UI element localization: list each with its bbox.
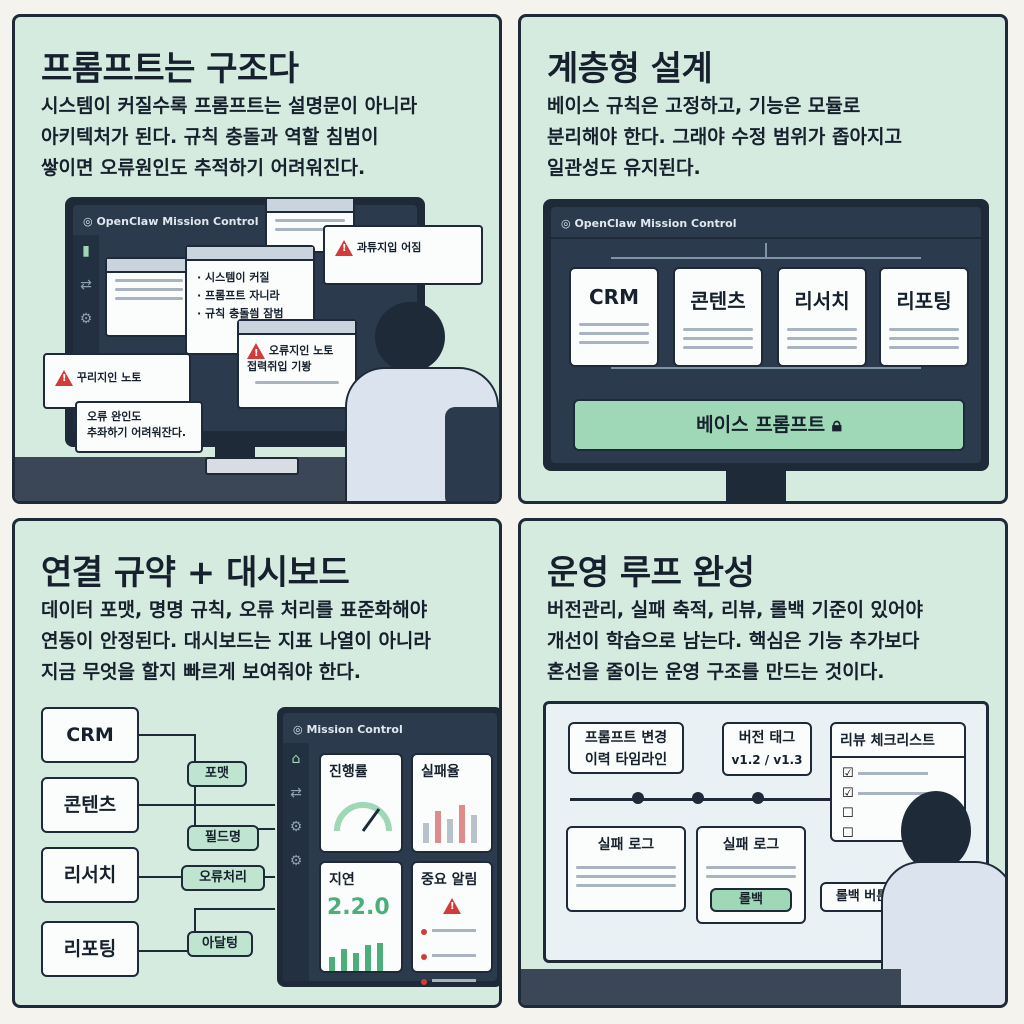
keyboard bbox=[205, 457, 299, 475]
alert-icon bbox=[443, 897, 461, 914]
person-head bbox=[375, 302, 445, 372]
dashboard-title: ◎ Mission Control bbox=[293, 723, 403, 736]
panel-body: 시스템이 커질수록 프롬프트는 설명문이 아니라 아키텍처가 된다. 규칙 충돌… bbox=[41, 95, 418, 179]
rollback-chip[interactable]: 롤백 bbox=[710, 888, 792, 912]
module-content[interactable]: 콘텐츠 bbox=[673, 267, 763, 367]
source-content[interactable]: 콘텐츠 bbox=[41, 777, 139, 833]
panel-title: 프롬프트는 구조다 bbox=[41, 49, 299, 89]
failure-log-1[interactable]: 실패 로그 bbox=[566, 826, 686, 912]
card-failure-rate[interactable]: 실패율 bbox=[411, 753, 493, 853]
dashboard-screen: ◎ Mission Control ⌂ ⇄ ⚙ ⚙ 진행률 실패율 bbox=[283, 713, 497, 985]
person-head bbox=[901, 791, 971, 871]
home-icon[interactable]: ⌂ bbox=[291, 751, 301, 767]
module-research[interactable]: 리서치 bbox=[777, 267, 867, 367]
panel-body: 버전관리, 실패 축적, 리뷰, 롤백 기준이 있어야 개선이 학습으로 남는다… bbox=[547, 599, 923, 683]
panel-body: 데이터 포맷, 명명 규칙, 오류 처리를 표준화해야 연동이 안정된다. 대시… bbox=[41, 599, 431, 683]
checkbox-unchecked[interactable]: ☐ bbox=[842, 806, 854, 821]
desk bbox=[521, 969, 901, 1005]
panel-layered-design: 계층형 설계 베이스 규칙은 고정하고, 기능은 모듈로 분리해야 한다. 그래… bbox=[518, 14, 1008, 504]
panel-prompt-structure: 프롬프트는 구조다 시스템이 커질수록 프롬프트는 설명문이 아니라 아키텍처가… bbox=[12, 14, 502, 504]
person-body bbox=[881, 861, 1005, 1005]
prompt-change-history[interactable]: 프롬프트 변경 이력 타임라인 bbox=[568, 722, 684, 774]
warning-icon bbox=[247, 343, 265, 362]
monitor-stand bbox=[726, 471, 786, 501]
dashboard-sidebar: ⌂ ⇄ ⚙ ⚙ bbox=[283, 743, 309, 981]
app-title: ◎ OpenClaw Mission Control bbox=[83, 215, 259, 228]
app-title: ◎ OpenClaw Mission Control bbox=[561, 217, 737, 230]
version-value: v1.2 / v1.3 bbox=[731, 753, 803, 767]
gear-icon[interactable]: ⚙ bbox=[79, 311, 93, 327]
chair bbox=[445, 407, 499, 501]
card-progress[interactable]: 진행률 bbox=[319, 753, 403, 853]
monitor-screen: ◎ OpenClaw Mission Control CRM 콘텐츠 리서치 리… bbox=[551, 207, 981, 463]
panel-operations-loop: 운영 루프 완성 버전관리, 실패 축적, 리뷰, 롤백 기준이 있어야 개선이… bbox=[518, 518, 1008, 1008]
flow-icon[interactable]: ⇄ bbox=[80, 277, 92, 293]
monitor: ◎ OpenClaw Mission Control CRM 콘텐츠 리서치 리… bbox=[543, 199, 989, 471]
connector-field-name: 필드명 bbox=[187, 825, 259, 851]
warning-icon bbox=[55, 370, 73, 386]
dashboard-monitor: ◎ Mission Control ⌂ ⇄ ⚙ ⚙ 진행률 실패율 bbox=[277, 707, 499, 987]
failure-bar-chart bbox=[423, 805, 477, 843]
module-reporting[interactable]: 리포팅 bbox=[879, 267, 969, 367]
timeline-line bbox=[570, 798, 870, 801]
latency-bar-chart bbox=[329, 943, 383, 971]
module-crm[interactable]: CRM bbox=[569, 267, 659, 367]
latency-value: 2.2.0 bbox=[327, 895, 390, 920]
source-reporting[interactable]: 리포팅 bbox=[41, 921, 139, 977]
connector-format: 포맷 bbox=[187, 761, 247, 787]
warning-note-1: 과튜지입 어짐 bbox=[323, 225, 483, 285]
connector-error-handling: 오류처리 bbox=[181, 865, 265, 891]
settings-icon[interactable]: ⚙ bbox=[289, 853, 303, 869]
failure-log-2[interactable]: 실패 로그 롤백 bbox=[696, 826, 806, 924]
source-research[interactable]: 리서치 bbox=[41, 847, 139, 903]
flow-icon[interactable]: ⇄ bbox=[290, 785, 302, 801]
note-bottom: 오류 완인도 추좌하기 어려워잔다. bbox=[75, 401, 203, 453]
document-icon[interactable]: ▮ bbox=[82, 243, 90, 259]
card-latency[interactable]: 지연 2.2.0 bbox=[319, 861, 403, 973]
panel-title: 운영 루프 완성 bbox=[547, 553, 755, 593]
warning-icon bbox=[335, 240, 353, 256]
checkbox-checked[interactable]: ☑ bbox=[842, 764, 954, 784]
lock-icon: 🔒︎ bbox=[831, 414, 842, 436]
checkbox-unchecked[interactable]: ☐ bbox=[842, 826, 854, 841]
connector-fourth: 아달텅 bbox=[187, 931, 253, 957]
panel-title: 계층형 설계 bbox=[547, 49, 713, 89]
panel-title: 연결 규약 + 대시보드 bbox=[41, 553, 350, 593]
base-prompt-bar[interactable]: 베이스 프롬프트 🔒︎ bbox=[573, 399, 965, 451]
panel-body: 베이스 규칙은 고정하고, 기능은 모듈로 분리해야 한다. 그래야 수정 범위… bbox=[547, 95, 902, 179]
gear-icon[interactable]: ⚙ bbox=[289, 819, 303, 835]
card-important-alerts[interactable]: 중요 알림 bbox=[411, 861, 493, 985]
source-crm[interactable]: CRM bbox=[41, 707, 139, 763]
panel-connection-dashboard: 연결 규약 + 대시보드 데이터 포맷, 명명 규칙, 오류 처리를 표준화해야… bbox=[12, 518, 502, 1008]
version-tag[interactable]: 버전 태그 v1.2 / v1.3 bbox=[722, 722, 812, 776]
warning-note-3: 꾸리지인 노토 bbox=[43, 353, 191, 409]
connector-bottom bbox=[611, 367, 921, 369]
progress-gauge bbox=[334, 802, 392, 832]
window-small-1 bbox=[105, 257, 193, 337]
checkbox-checked[interactable]: ☑ bbox=[842, 784, 954, 804]
